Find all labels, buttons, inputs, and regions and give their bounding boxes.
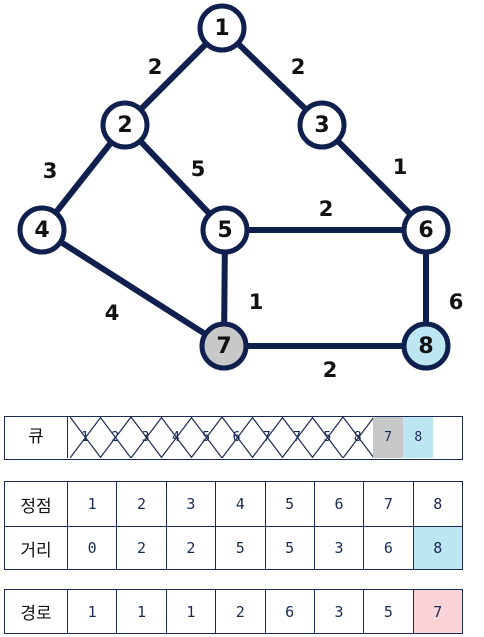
cross-out-icon	[342, 417, 374, 458]
distance-cell: 8	[412, 526, 464, 570]
cross-out-icon	[221, 417, 253, 458]
path-cell: 1	[116, 589, 167, 634]
path-cell: 1	[66, 589, 118, 634]
cross-out-icon	[191, 417, 223, 458]
vertex-cell: 2	[116, 481, 167, 527]
distance-cell: 5	[264, 526, 315, 570]
edge-weight-3-6: 1	[393, 155, 408, 179]
vertex-header: 정점	[4, 481, 68, 527]
node-circle-7	[199, 321, 249, 371]
queue-item-removed: 4	[160, 417, 192, 458]
path-cell: 5	[363, 589, 414, 634]
queue-item-removed: 8	[342, 417, 374, 458]
node-circle-5	[200, 205, 250, 255]
node-3: 3	[297, 100, 347, 150]
node-circle-1	[197, 3, 247, 53]
edge-4-7	[40, 227, 226, 349]
distance-cell: 2	[116, 526, 167, 570]
cross-out-icon	[100, 417, 132, 458]
queue-label: 큐	[5, 417, 68, 458]
distance-cell: 2	[165, 526, 217, 570]
queue-item-removed: 3	[130, 417, 162, 458]
queue-item-value: 8	[414, 430, 423, 445]
queue-item-removed: 6	[221, 417, 253, 458]
edge-weight-7-8: 2	[323, 358, 338, 382]
vertex-cell: 8	[412, 481, 464, 527]
cross-out-icon	[160, 417, 192, 458]
edge-weight-1-2: 2	[148, 55, 163, 79]
path-header: 경로	[4, 589, 68, 634]
graph-diagram: 2 2 3 5 1 2 4 1 6 2 1 2 3 4 5 6 7 8	[17, 3, 464, 382]
node-label-1: 1	[214, 16, 229, 41]
edge-weight-1-3: 2	[291, 55, 306, 79]
node-6: 6	[401, 205, 451, 255]
path-cell: 2	[215, 589, 266, 634]
distance-cell: 0	[66, 526, 118, 570]
node-circle-8	[401, 321, 451, 371]
path-cell: 1	[165, 589, 217, 634]
distance-header: 거리	[4, 526, 68, 570]
path-cell: 7	[412, 589, 464, 634]
node-label-4: 4	[34, 218, 49, 243]
node-8: 8	[401, 321, 451, 371]
queue-item-removed: 1	[70, 417, 101, 458]
path-cell: 3	[313, 589, 365, 634]
vertex-cell: 5	[264, 481, 315, 527]
queue-item: 8	[403, 417, 434, 458]
cross-out-icon	[130, 417, 162, 458]
node-label-5: 5	[217, 218, 232, 243]
node-label-6: 6	[418, 218, 433, 243]
distance-cell: 6	[363, 526, 414, 570]
node-label-2: 2	[117, 113, 132, 138]
queue-item: 7	[373, 417, 403, 458]
node-2: 2	[100, 100, 150, 150]
node-label-7: 7	[216, 334, 231, 359]
queue-box: 큐 123456775878	[4, 416, 463, 460]
cross-out-icon	[251, 417, 283, 458]
edges-layer	[39, 25, 429, 349]
vertex-cell: 4	[215, 481, 266, 527]
edge-weight-6-8: 6	[449, 290, 464, 314]
node-circle-2	[100, 100, 150, 150]
node-circle-6	[401, 205, 451, 255]
node-4: 4	[17, 205, 67, 255]
cross-out-icon	[282, 417, 314, 458]
vertex-cell: 1	[66, 481, 118, 527]
queue-item-removed: 5	[191, 417, 223, 458]
queue-item-removed: 2	[100, 417, 132, 458]
vertex-cell: 7	[363, 481, 414, 527]
queue-item-value: 7	[384, 430, 392, 445]
nodes-layer: 1 2 3 4 5 6 7 8	[17, 3, 451, 371]
node-5: 5	[200, 205, 250, 255]
queue-item-removed: 5	[312, 417, 344, 458]
edge-weight-4-7: 4	[105, 301, 120, 325]
weights-layer: 2 2 3 5 1 2 4 1 6 2	[43, 55, 464, 382]
path-cell: 6	[264, 589, 315, 634]
node-7: 7	[199, 321, 249, 371]
node-1: 1	[197, 3, 247, 53]
node-label-3: 3	[314, 113, 329, 138]
cross-out-icon	[70, 417, 101, 458]
vertex-cell: 6	[313, 481, 365, 527]
node-circle-3	[297, 100, 347, 150]
queue-item-removed: 7	[251, 417, 283, 458]
edge-weight-2-5: 5	[191, 157, 206, 181]
cross-out-icon	[312, 417, 344, 458]
distance-cell: 5	[215, 526, 266, 570]
vertex-cell: 3	[165, 481, 217, 527]
edge-weight-2-4: 3	[43, 159, 58, 183]
distance-cell: 3	[313, 526, 365, 570]
edge-weight-5-7: 1	[249, 290, 264, 314]
edge-weight-5-6: 2	[319, 197, 334, 221]
queue-item-removed: 7	[282, 417, 314, 458]
edge-3-6	[319, 122, 429, 233]
node-label-8: 8	[418, 334, 433, 359]
node-circle-4	[17, 205, 67, 255]
